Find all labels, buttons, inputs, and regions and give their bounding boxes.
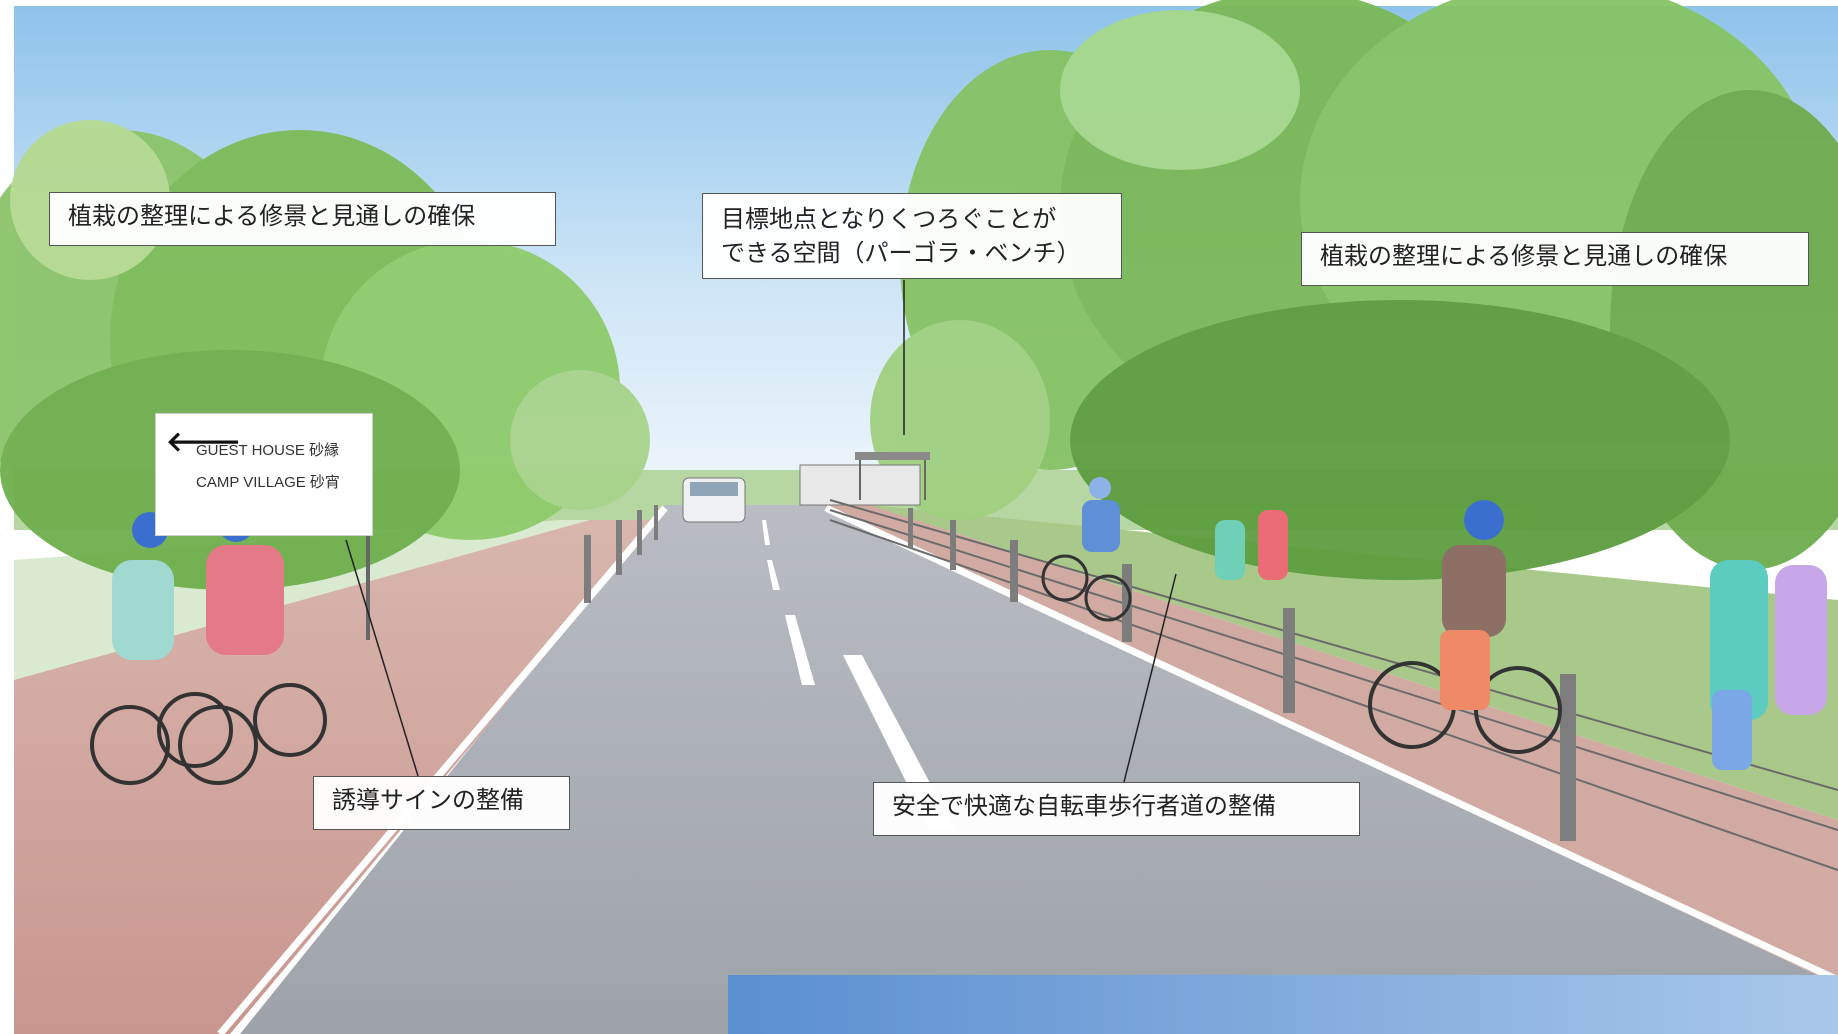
sign-campvillage-text: CAMP VILLAGE 砂宵: [196, 474, 340, 491]
callout-left-planting-text: 植栽の整理による修景と見通しの確保: [68, 202, 476, 230]
bottom-band: [728, 975, 1838, 1034]
sign-guesthouse-text: GUEST HOUSE 砂縁: [196, 442, 340, 459]
callout-right-planting: 植栽の整理による修景と見通しの確保: [1301, 232, 1809, 286]
main-road: [240, 505, 1838, 1034]
callout-center-line1: 目標地点となりくつろぐことが: [721, 205, 1057, 233]
cyclist-right-far: [1041, 477, 1132, 622]
cyclist-right-near: [1368, 500, 1562, 754]
callout-cycle-path-text: 安全で快適な自転車歩行者道の整備: [892, 792, 1276, 820]
pergola-roof: [855, 452, 930, 460]
left-bollards: [584, 505, 658, 603]
callout-leaders: [345, 280, 1177, 783]
right-trees: [870, 0, 1838, 580]
right-bollards: [908, 508, 1576, 841]
cyclist-left-1: [90, 512, 233, 785]
callout-left-planting: 植栽の整理による修景と見通しの確保: [49, 192, 556, 246]
arrow-left-icon: 🡐: [166, 426, 242, 457]
callout-center-rest-space: 目標地点となりくつろぐことが できる空間（パーゴラ・ベンチ）: [702, 193, 1122, 279]
pedestrians-right: [1215, 510, 1827, 770]
callout-guide-sign: 誘導サインの整備: [313, 776, 570, 830]
callout-guide-sign-text: 誘導サインの整備: [332, 786, 524, 814]
right-edge-line: [824, 504, 1838, 984]
center-dash: [785, 615, 815, 685]
center-dash: [762, 520, 770, 545]
callout-right-planting-text: 植栽の整理による修景と見通しの確保: [1320, 242, 1728, 270]
callout-center-line2: できる空間（パーゴラ・ベンチ）: [721, 239, 1081, 267]
right-fence: [829, 499, 1838, 871]
right-grass: [870, 505, 1838, 820]
center-dash: [767, 560, 780, 590]
guide-signboard: 🡐 GUEST HOUSE 砂縁 CAMP VILLAGE 砂宵: [155, 413, 373, 536]
callout-cycle-path: 安全で快適な自転車歩行者道の整備: [873, 782, 1360, 836]
